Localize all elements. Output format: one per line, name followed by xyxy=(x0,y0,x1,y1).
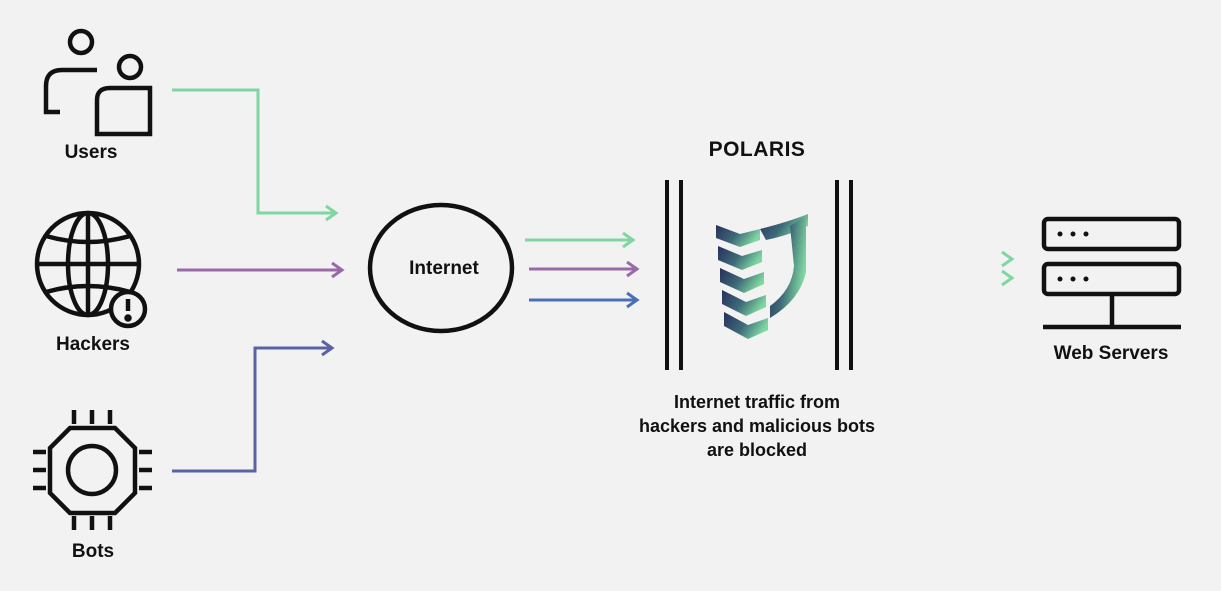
polaris-title: POLARIS xyxy=(708,138,806,161)
users-label: Users xyxy=(64,142,118,163)
internet-node xyxy=(367,202,515,334)
web-servers-label: Web Servers xyxy=(1053,343,1169,364)
server-rack-icon xyxy=(1041,216,1182,330)
polaris-caption-line: Internet traffic from xyxy=(673,392,841,412)
polaris-caption-line: hackers and malicious bots xyxy=(638,416,876,436)
users-flow-arrow xyxy=(172,88,339,222)
hackers-label: Hackers xyxy=(56,334,130,355)
polaris-shield-logo xyxy=(716,214,808,339)
hackers-flow-arrow xyxy=(177,261,345,279)
polaris-firewall-walls xyxy=(665,180,853,370)
internet-label: Internet xyxy=(409,258,479,279)
chip-icon xyxy=(33,410,152,530)
polaris-to-servers-arrows xyxy=(896,250,1015,287)
bots-label: Bots xyxy=(71,541,115,562)
globe-warning-icon xyxy=(34,210,148,329)
bots-flow-arrow xyxy=(172,339,335,473)
polaris-caption-line: are blocked xyxy=(706,440,808,460)
polaris-caption: Internet traffic from hackers and malici… xyxy=(639,390,875,462)
internet-to-polaris-arrows xyxy=(525,231,640,309)
users-icon xyxy=(43,28,153,137)
